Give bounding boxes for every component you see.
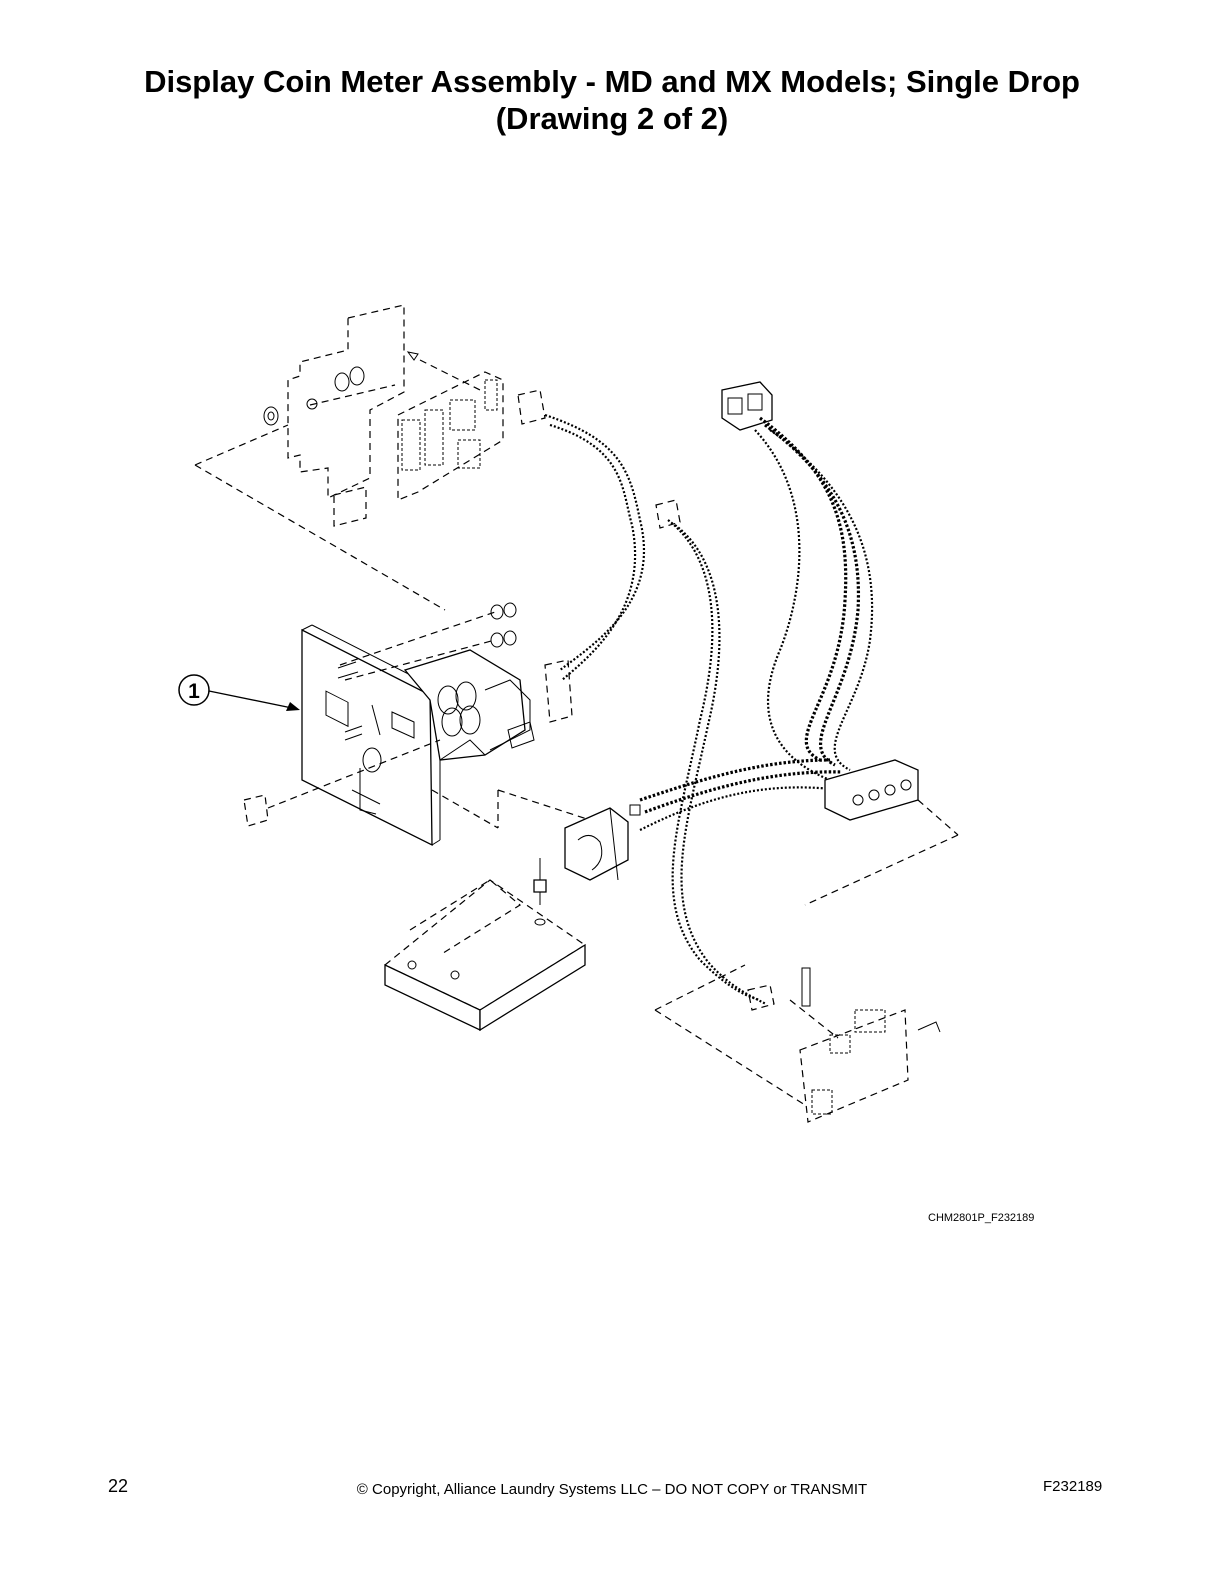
mounting-nuts: [339, 602, 517, 681]
page-number: 22: [108, 1476, 129, 1496]
coin-meter-plate: [301, 624, 441, 847]
copyright-notice: © Copyright, Alliance Laundry Systems LL…: [356, 1481, 868, 1498]
callout-1-number: 1: [188, 680, 200, 703]
harness-mid-connector: [544, 499, 681, 723]
switch-assembly: [564, 804, 641, 881]
control-board: [397, 351, 546, 501]
callout-1: 1: [178, 674, 300, 711]
page-title: Display Coin Meter Assembly - MD and MX …: [144, 64, 1080, 99]
harness-right-connector: [804, 759, 959, 906]
harness-top-connector: [721, 381, 773, 431]
small-label: [243, 739, 441, 827]
document-code: F232189: [1043, 1478, 1103, 1495]
display-board: [654, 964, 941, 1123]
coin-mechanism: [403, 649, 535, 761]
lower-guide-lines: [431, 789, 591, 829]
screw: [533, 858, 547, 926]
drawing-id: CHM2801P_F232189: [928, 1212, 1035, 1224]
upper-bracket-assembly: [194, 304, 446, 611]
page-subtitle: (Drawing 2 of 2): [495, 101, 729, 136]
base-bracket: [383, 879, 587, 1032]
wiring-harness: [544, 413, 874, 1005]
